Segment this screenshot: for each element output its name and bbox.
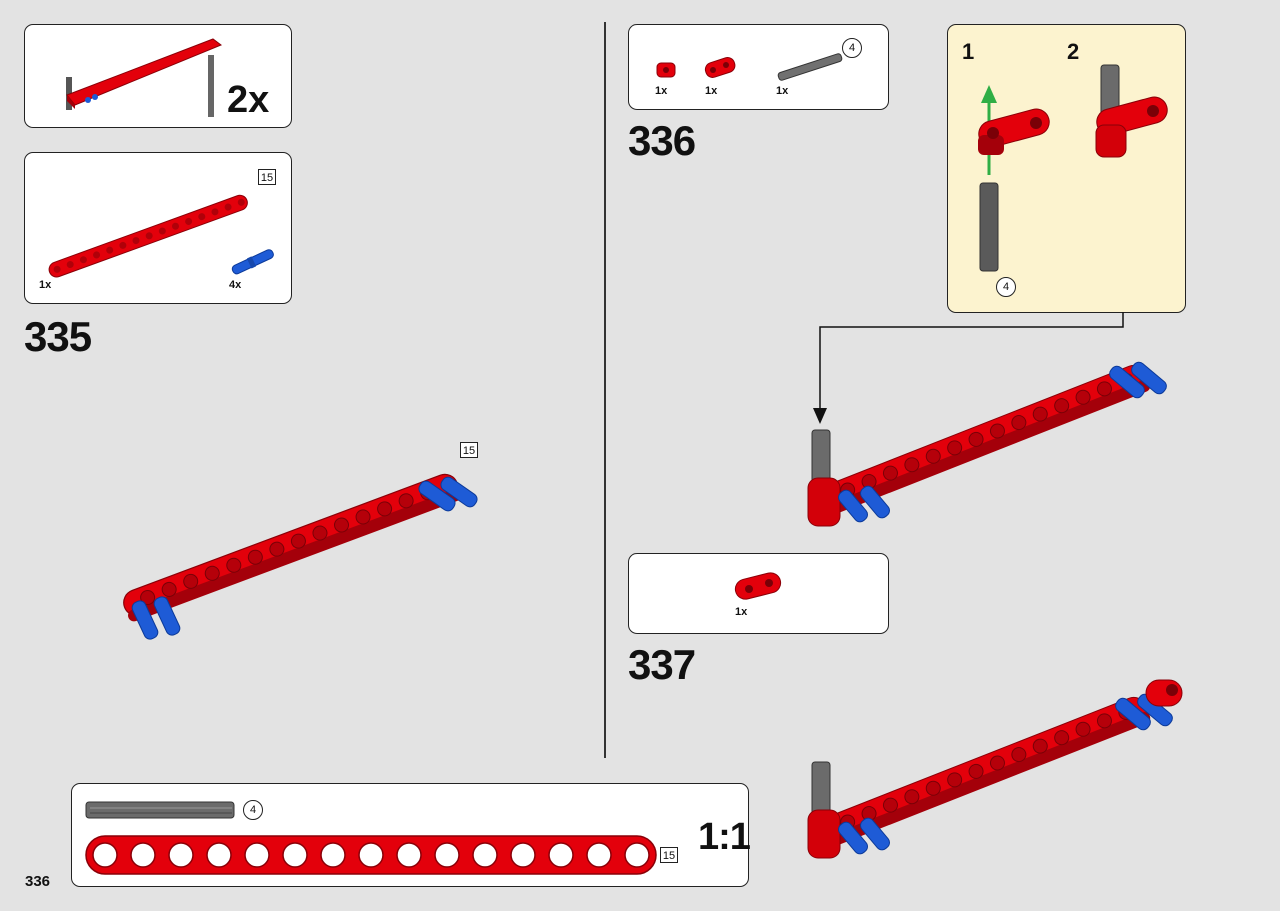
subassembly-box: 1 2 4 [947, 24, 1186, 313]
callout-multiplier: 2x [227, 79, 270, 121]
step-335-model-image [123, 473, 478, 640]
callout-assembly-image [66, 38, 223, 117]
parts-list-336: 4 1x 1x 1x [628, 24, 889, 110]
part-qty-connector-337: 1x [735, 606, 748, 618]
callout-arrow [813, 312, 1124, 424]
part-qty-connector: 1x [705, 85, 718, 97]
subassembly-images [978, 64, 1168, 272]
part-qty-connector-small: 1x [655, 85, 668, 97]
page-number: 336 [25, 873, 51, 890]
part-qty-beam: 1x [39, 279, 52, 291]
red-connector-small-image [656, 62, 676, 78]
substep-number-2: 2 [1067, 39, 1080, 64]
substep-number-1: 1 [962, 39, 975, 64]
beam-length-badge: 15 [258, 169, 276, 185]
part-qty-axle: 1x [776, 85, 789, 97]
blue-pin-image [231, 249, 274, 275]
scale-beam-image [85, 835, 657, 875]
scale-beam-length-badge: 15 [660, 847, 678, 863]
step-337-model-image [807, 679, 1183, 859]
parts-list-335: 15 1x 4x [24, 152, 292, 304]
step-336-model-image [807, 361, 1167, 527]
red-connector-image [704, 57, 736, 78]
part-qty-pin: 4x [229, 279, 242, 291]
red-beam-15-image [48, 194, 274, 278]
axle-length-badge: 4 [842, 38, 862, 58]
scale-box: 4 15 1:1 [71, 783, 751, 887]
page-divider [604, 22, 606, 758]
scale-label: 1:1 [698, 816, 751, 858]
parts-336-images [656, 53, 843, 81]
step-number-337: 337 [628, 641, 696, 688]
gray-axle-image [777, 53, 843, 81]
step-number-335: 335 [24, 313, 92, 360]
step-number-336: 336 [628, 117, 696, 164]
callout-box: 2x [24, 24, 292, 128]
subassembly-axle-length-badge: 4 [996, 277, 1016, 297]
model-length-badge-335: 15 [460, 442, 478, 458]
parts-list-337: 1x [628, 553, 889, 634]
red-connector-image-337 [734, 572, 782, 600]
scale-axle-length-badge: 4 [243, 800, 263, 820]
scale-axle-image [85, 801, 235, 819]
